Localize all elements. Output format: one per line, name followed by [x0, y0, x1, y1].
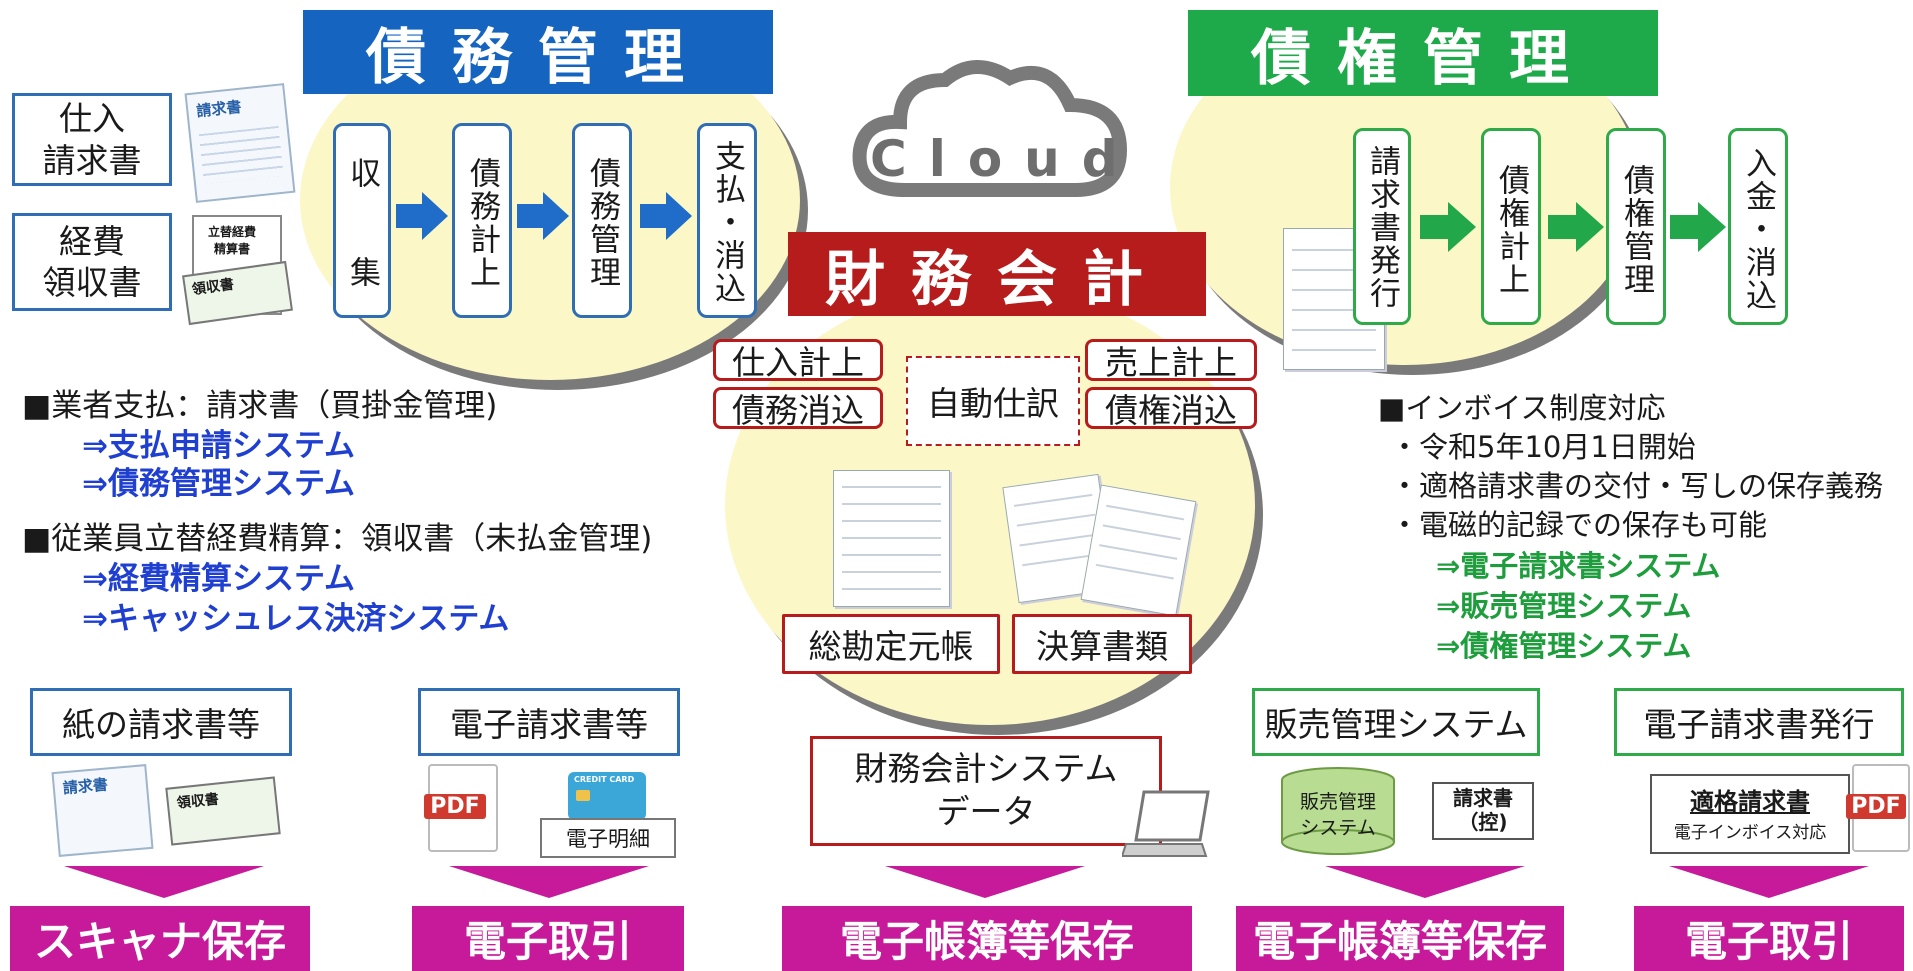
note-expense-reimbursement: ■従業員立替経費精算：領収書（未払金管理) [22, 521, 653, 557]
arrow-right-icon [1670, 202, 1726, 252]
debt-step-pay: 支払・消込 [697, 123, 757, 318]
expense-receipt-box: 経費 領収書 [12, 213, 172, 311]
debt-step-record: 債務計上 [452, 123, 512, 318]
note-vendor-payment: ■業者支払：請求書（買掛金管理) [22, 388, 498, 424]
receipt-icon-label: 領収書 [191, 276, 235, 299]
down-arrow-icon [449, 866, 649, 898]
note-bullet: ・令和5年10月1日開始 [1390, 430, 1696, 464]
expense-sheet-label: 立替経費 精算書 [208, 225, 257, 256]
purchase-entry-box: 仕入計上 [713, 339, 883, 382]
debt-step-collect: 収 集 [333, 123, 391, 318]
credit-step-issue: 請求書発行 [1353, 128, 1411, 325]
banner-e-books-storage-2: 電子帳簿等保存 [1236, 906, 1564, 971]
bottom-label-paper: 紙の請求書等 [30, 688, 292, 756]
debt-step-manage: 債務管理 [572, 123, 632, 318]
arrow-right-icon [640, 192, 692, 240]
sales-db-label: 販売管理 システム [1299, 791, 1376, 839]
bottom-label-finance-data: 財務会計システム データ [810, 736, 1162, 846]
credit-card-icon: CREDIT CARD [568, 772, 646, 820]
down-arrow-icon [885, 866, 1085, 898]
arrow-right-icon [396, 192, 448, 240]
credit-step-manage: 債権管理 [1606, 128, 1666, 325]
statement-document-icon [1080, 484, 1197, 617]
credit-clear-box: 債権消込 [1085, 387, 1257, 430]
link-sales-system[interactable]: ⇒販売管理システム [1436, 589, 1692, 623]
pdf-file-icon: PDF [424, 764, 498, 852]
banner-e-books-storage: 電子帳簿等保存 [782, 906, 1192, 971]
invoice-icon: 請求書 [184, 83, 296, 203]
bottom-label-e-invoice-issue: 電子請求書発行 [1614, 688, 1904, 756]
qualified-invoice-box: 適格請求書 電子インボイス対応 [1650, 774, 1850, 854]
statements-box: 決算書類 [1012, 614, 1192, 674]
credit-header: 債権管理 [1188, 10, 1658, 96]
arrow-right-icon [517, 192, 569, 240]
database-icon [1281, 767, 1395, 855]
note-invoice-system: ■インボイス制度対応 [1378, 391, 1666, 425]
sales-entry-box: 売上計上 [1085, 339, 1257, 382]
link-expense-system[interactable]: ⇒経費精算システム [82, 561, 356, 597]
scan-invoice-icon: 請求書 [51, 764, 154, 857]
arrow-right-icon [1548, 202, 1604, 252]
down-arrow-icon [1325, 866, 1525, 898]
debt-clear-box: 債務消込 [713, 387, 883, 430]
link-e-invoice-system[interactable]: ⇒電子請求書システム [1436, 549, 1721, 583]
link-credit-system[interactable]: ⇒債権管理システム [1436, 629, 1692, 663]
arrow-right-icon [1420, 202, 1476, 252]
bottom-label-e-invoice: 電子請求書等 [418, 688, 680, 756]
qualified-invoice-label: 適格請求書 [1690, 788, 1810, 816]
link-cashless-system[interactable]: ⇒キャッシュレス決済システム [82, 601, 510, 637]
auto-journal-box: 自動仕訳 [906, 356, 1080, 446]
scan-receipt-icon: 領収書 [165, 776, 281, 846]
ledger-document-icon [833, 470, 950, 607]
invoice-icon-label: 請求書 [195, 97, 243, 121]
e-statement-box: 電子明細 [540, 818, 676, 858]
down-arrow-icon [1669, 866, 1869, 898]
finance-header: 財務会計 [788, 232, 1206, 316]
note-bullet: ・適格請求書の交付・写しの保存義務 [1390, 469, 1884, 503]
credit-step-record: 債権計上 [1481, 128, 1541, 325]
laptop-icon [1122, 790, 1210, 857]
cloud-icon [852, 60, 1128, 197]
banner-scanner-storage: スキャナ保存 [10, 906, 310, 971]
banner-e-transaction-2: 電子取引 [1634, 906, 1904, 971]
e-invoice-support-label: 電子インボイス対応 [1673, 823, 1827, 843]
link-debt-management-system[interactable]: ⇒債務管理システム [82, 466, 356, 502]
link-payment-request-system[interactable]: ⇒支払申請システム [82, 428, 356, 464]
credit-step-receive: 入金・消込 [1728, 128, 1788, 325]
cloud-label: Cloud [870, 130, 1140, 188]
note-bullet: ・電磁的記録での保存も可能 [1390, 508, 1768, 542]
banner-e-transaction: 電子取引 [412, 906, 684, 971]
bottom-label-sales: 販売管理システム [1252, 688, 1540, 756]
down-arrow-icon [64, 866, 264, 898]
purchase-invoice-box: 仕入 請求書 [12, 93, 172, 186]
pdf-file-icon: PDF [1846, 764, 1910, 852]
general-ledger-box: 総勘定元帳 [782, 614, 1000, 674]
invoice-copy-box: 請求書 （控) [1432, 782, 1534, 840]
debt-header: 債務管理 [303, 10, 773, 94]
